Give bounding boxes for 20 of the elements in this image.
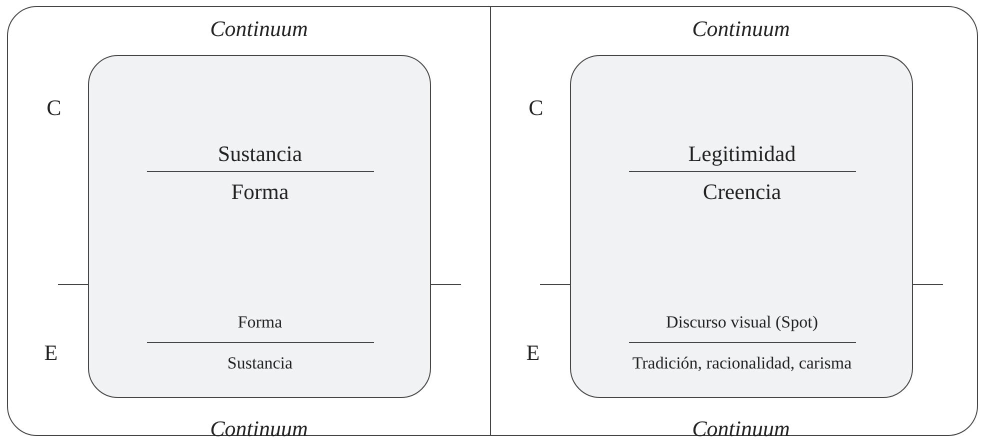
denominator-text: Sustancia <box>227 354 293 374</box>
plane-letter: C <box>46 96 62 120</box>
numerator-text: Forma <box>238 314 282 332</box>
axis-label: Continuum <box>210 416 308 442</box>
panel <box>7 6 491 436</box>
rounded-box <box>88 55 431 398</box>
panel <box>490 6 978 436</box>
axis-label: Continuum <box>210 16 308 42</box>
plane-letter: C <box>528 96 544 120</box>
axis-label: Continuum <box>692 416 790 442</box>
numerator-text: Sustancia <box>218 142 302 166</box>
rounded-box <box>570 55 913 398</box>
numerator-text: Legitimidad <box>688 142 796 166</box>
numerator-text: Discurso visual (Spot) <box>666 314 818 332</box>
axis-label: Continuum <box>692 16 790 42</box>
denominator-text: Tradición, racionalidad, carisma <box>632 354 852 374</box>
denominator-text: Creencia <box>702 180 782 204</box>
denominator-text: Forma <box>231 180 289 204</box>
plane-letter: E <box>44 340 58 366</box>
plane-letter: E <box>526 340 540 366</box>
